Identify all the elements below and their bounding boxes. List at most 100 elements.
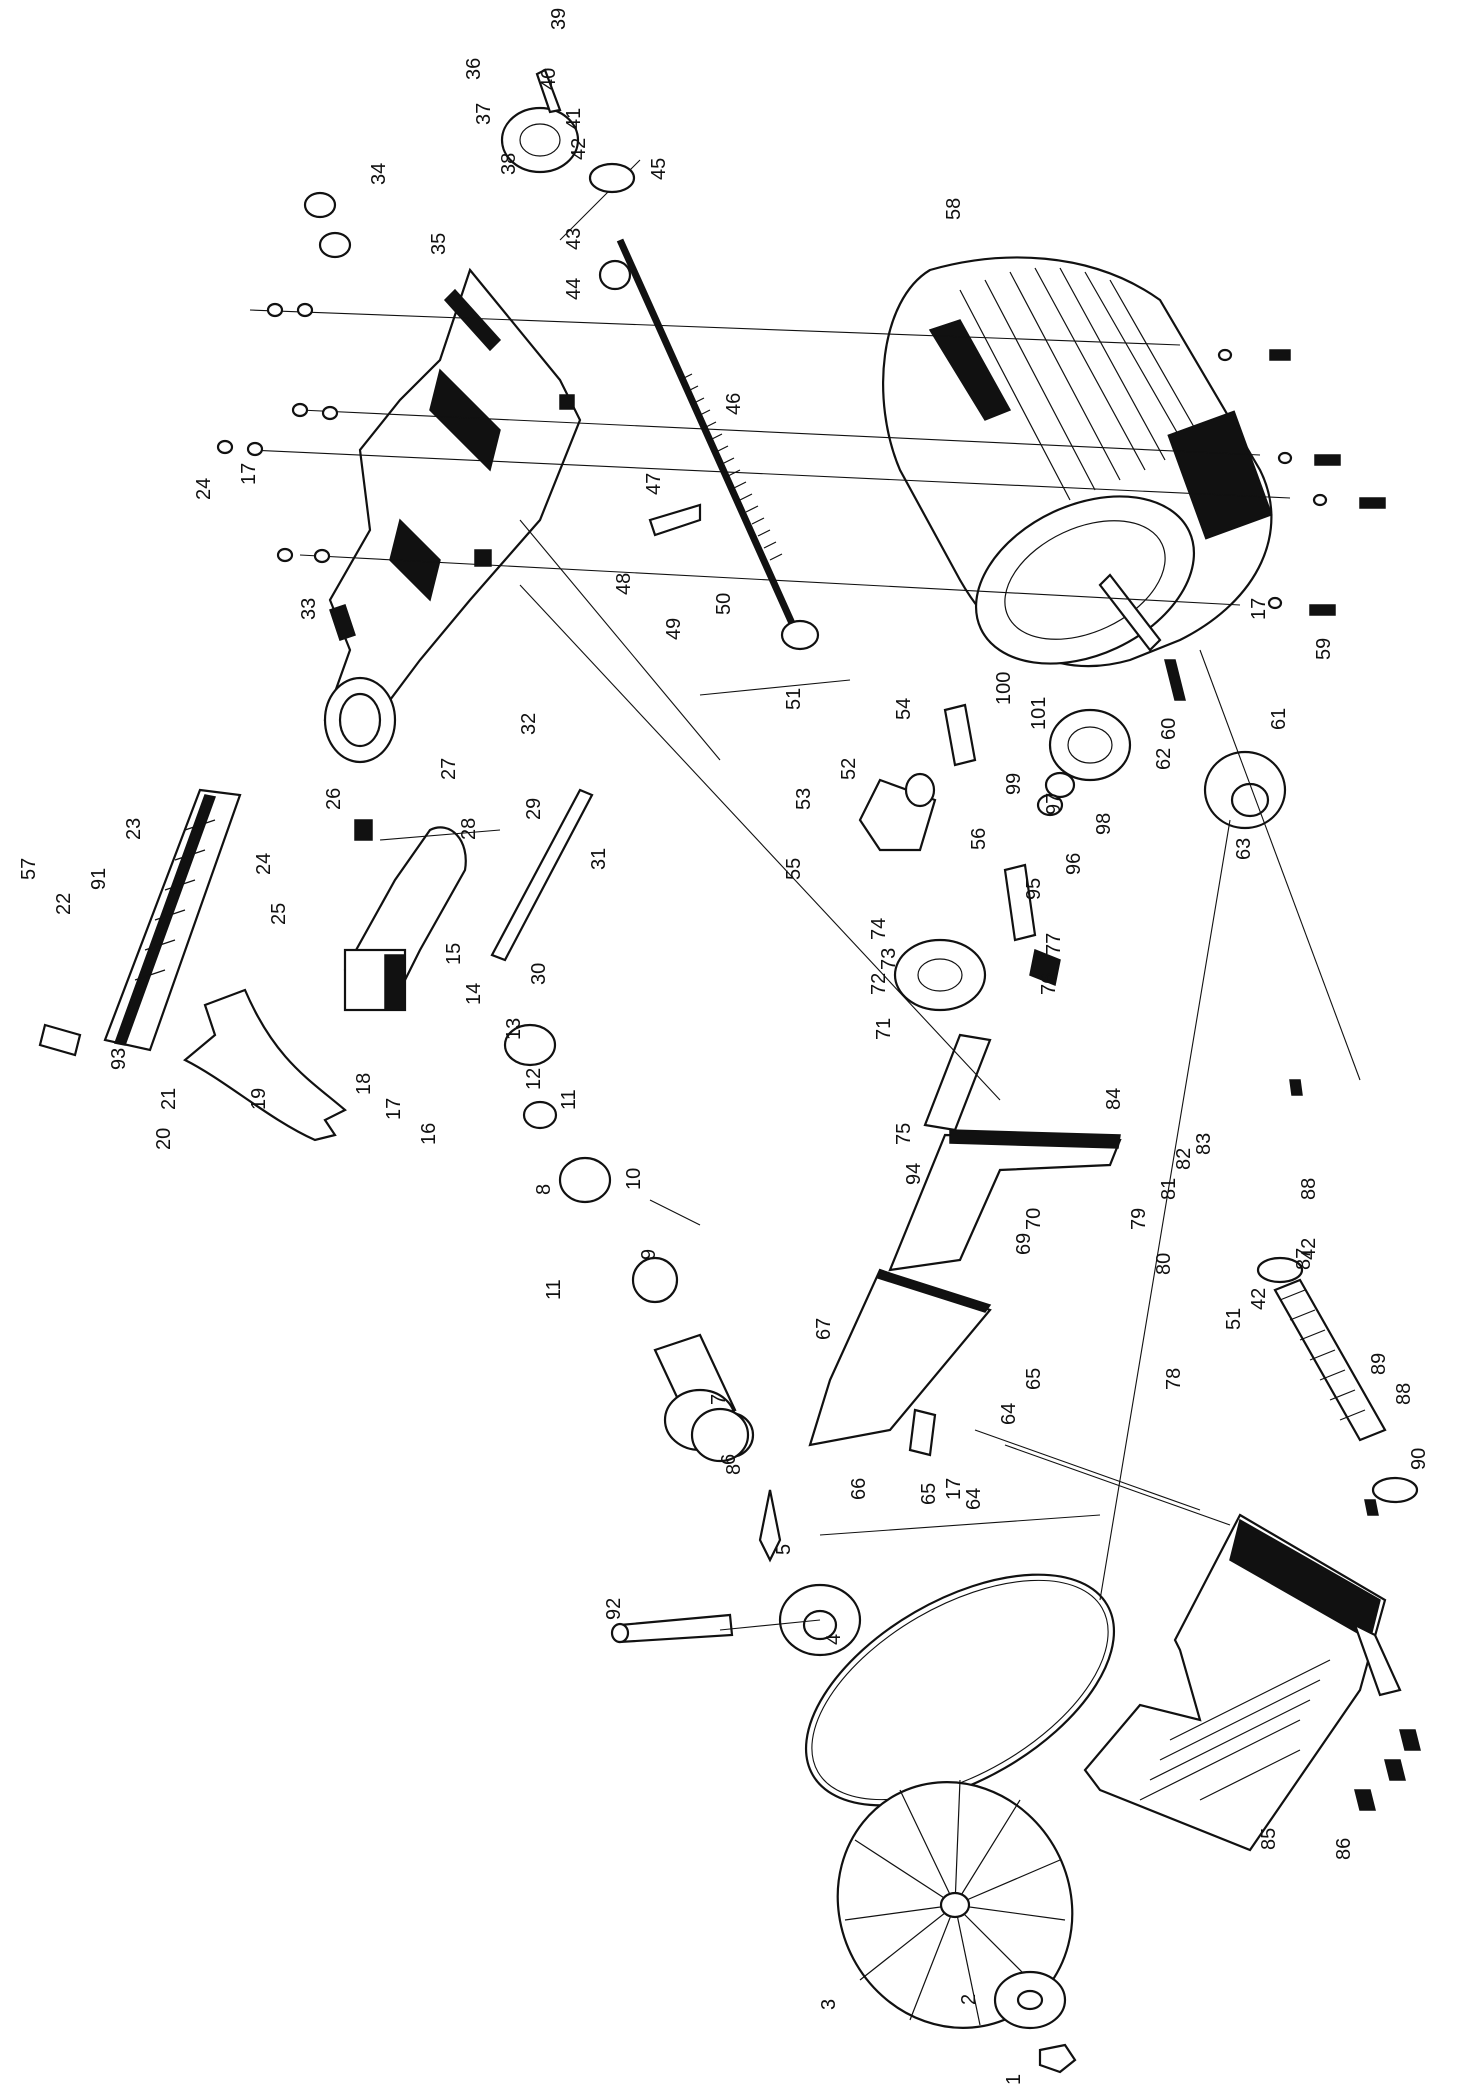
callout-57: 57 bbox=[18, 858, 40, 880]
callout-labels: 1234567889101111121314151617171717181920… bbox=[18, 8, 1430, 2085]
callout-53: 53 bbox=[793, 788, 815, 810]
callout-26: 26 bbox=[323, 788, 345, 810]
hardware bbox=[216, 162, 1421, 1811]
callout-36: 36 bbox=[463, 58, 485, 80]
callout-91: 91 bbox=[88, 868, 110, 890]
main-frame bbox=[323, 267, 582, 764]
callout-38: 38 bbox=[498, 153, 520, 175]
callout-77: 77 bbox=[1043, 933, 1065, 955]
callout-84: 84 bbox=[1103, 1088, 1125, 1110]
callout-21: 21 bbox=[158, 1088, 180, 1110]
callout-34: 34 bbox=[368, 163, 390, 185]
callout-88: 88 bbox=[1298, 1178, 1320, 1200]
callout-18: 18 bbox=[353, 1073, 375, 1095]
callout-16: 16 bbox=[418, 1123, 440, 1145]
handwheel-side bbox=[1036, 708, 1132, 817]
callout-24-1: 24 bbox=[193, 478, 215, 500]
callout-10: 10 bbox=[623, 1168, 645, 1190]
callout-40: 40 bbox=[538, 68, 560, 90]
riving-knife bbox=[183, 988, 347, 1142]
callout-81: 81 bbox=[1158, 1178, 1180, 1200]
callout-1: 1 bbox=[1003, 2074, 1025, 2085]
callout-28: 28 bbox=[458, 818, 480, 840]
callout-85: 85 bbox=[1258, 1828, 1280, 1850]
callout-70: 70 bbox=[1023, 1208, 1045, 1230]
callout-12: 12 bbox=[523, 1068, 545, 1090]
callout-39: 39 bbox=[548, 8, 570, 30]
callout-17-2: 17 bbox=[1248, 598, 1270, 620]
callout-76: 76 bbox=[1038, 973, 1060, 995]
callout-80: 80 bbox=[1153, 1253, 1175, 1275]
callout-42-1: 42 bbox=[1298, 1238, 1320, 1260]
callout-13: 13 bbox=[503, 1018, 525, 1040]
callout-89: 89 bbox=[1368, 1353, 1390, 1375]
callout-90: 90 bbox=[1408, 1448, 1430, 1470]
arbor-assembly bbox=[503, 1023, 862, 1657]
callout-83: 83 bbox=[1193, 1133, 1215, 1155]
callout-3: 3 bbox=[818, 1999, 840, 2010]
guide-bar bbox=[490, 788, 594, 962]
callout-88-1: 88 bbox=[1393, 1383, 1415, 1405]
lower-guard bbox=[1083, 1513, 1402, 1852]
callout-69: 69 bbox=[1013, 1233, 1035, 1255]
callout-37: 37 bbox=[473, 103, 495, 125]
callout-78: 78 bbox=[1163, 1368, 1185, 1390]
callout-97: 97 bbox=[1043, 793, 1065, 815]
leader-lines bbox=[249, 159, 1361, 1631]
callout-86: 86 bbox=[1333, 1838, 1355, 1860]
blade-guard-top bbox=[38, 788, 242, 1057]
callout-17: 17 bbox=[383, 1098, 405, 1120]
callout-48: 48 bbox=[613, 573, 635, 595]
slide-bracket bbox=[858, 703, 1037, 1132]
callout-100: 100 bbox=[993, 672, 1015, 705]
callout-59: 59 bbox=[1313, 638, 1335, 660]
callout-101: 101 bbox=[1028, 697, 1050, 730]
callout-82: 82 bbox=[1173, 1148, 1195, 1170]
callout-79: 79 bbox=[1128, 1208, 1150, 1230]
callout-2: 2 bbox=[958, 1994, 980, 2005]
callout-45: 45 bbox=[648, 158, 670, 180]
callout-14: 14 bbox=[463, 983, 485, 1005]
callout-63: 63 bbox=[1233, 838, 1255, 860]
callout-65: 65 bbox=[1023, 1368, 1045, 1390]
callout-74: 74 bbox=[868, 918, 890, 940]
callout-42-2: 42 bbox=[1248, 1288, 1270, 1310]
callout-71: 71 bbox=[873, 1018, 895, 1040]
gear bbox=[893, 938, 987, 1012]
callout-29: 29 bbox=[523, 798, 545, 820]
callout-67: 67 bbox=[813, 1318, 835, 1340]
callout-92: 92 bbox=[603, 1598, 625, 1620]
callout-54: 54 bbox=[893, 698, 915, 720]
callout-75: 75 bbox=[893, 1123, 915, 1145]
callout-32: 32 bbox=[518, 713, 540, 735]
callout-47: 47 bbox=[643, 473, 665, 495]
callout-98: 98 bbox=[1093, 813, 1115, 835]
callout-41: 41 bbox=[563, 108, 585, 130]
callout-66: 66 bbox=[848, 1478, 870, 1500]
callout-49: 49 bbox=[663, 618, 685, 640]
callout-8: 8 bbox=[533, 1184, 555, 1195]
callout-62: 62 bbox=[1153, 748, 1175, 770]
callout-56: 56 bbox=[968, 828, 990, 850]
callout-55: 55 bbox=[783, 858, 805, 880]
callout-30: 30 bbox=[528, 963, 550, 985]
callout-17-3: 17 bbox=[943, 1478, 965, 1500]
callout-25: 25 bbox=[268, 903, 290, 925]
callout-8-1: 8 bbox=[723, 1464, 745, 1475]
callout-23: 23 bbox=[123, 818, 145, 840]
callout-5: 5 bbox=[773, 1544, 795, 1555]
callout-7: 7 bbox=[708, 1394, 730, 1405]
callout-64-1: 64 bbox=[963, 1488, 985, 1510]
callout-27: 27 bbox=[438, 758, 460, 780]
callout-95: 95 bbox=[1023, 878, 1045, 900]
callout-9: 9 bbox=[638, 1249, 660, 1260]
callout-33: 33 bbox=[298, 598, 320, 620]
saw-blade bbox=[836, 1779, 1077, 2074]
lead-screw bbox=[616, 238, 799, 632]
callout-43: 43 bbox=[563, 228, 585, 250]
callout-61: 61 bbox=[1268, 708, 1290, 730]
callout-15: 15 bbox=[443, 943, 465, 965]
callout-51: 51 bbox=[783, 688, 805, 710]
callout-93: 93 bbox=[108, 1048, 130, 1070]
